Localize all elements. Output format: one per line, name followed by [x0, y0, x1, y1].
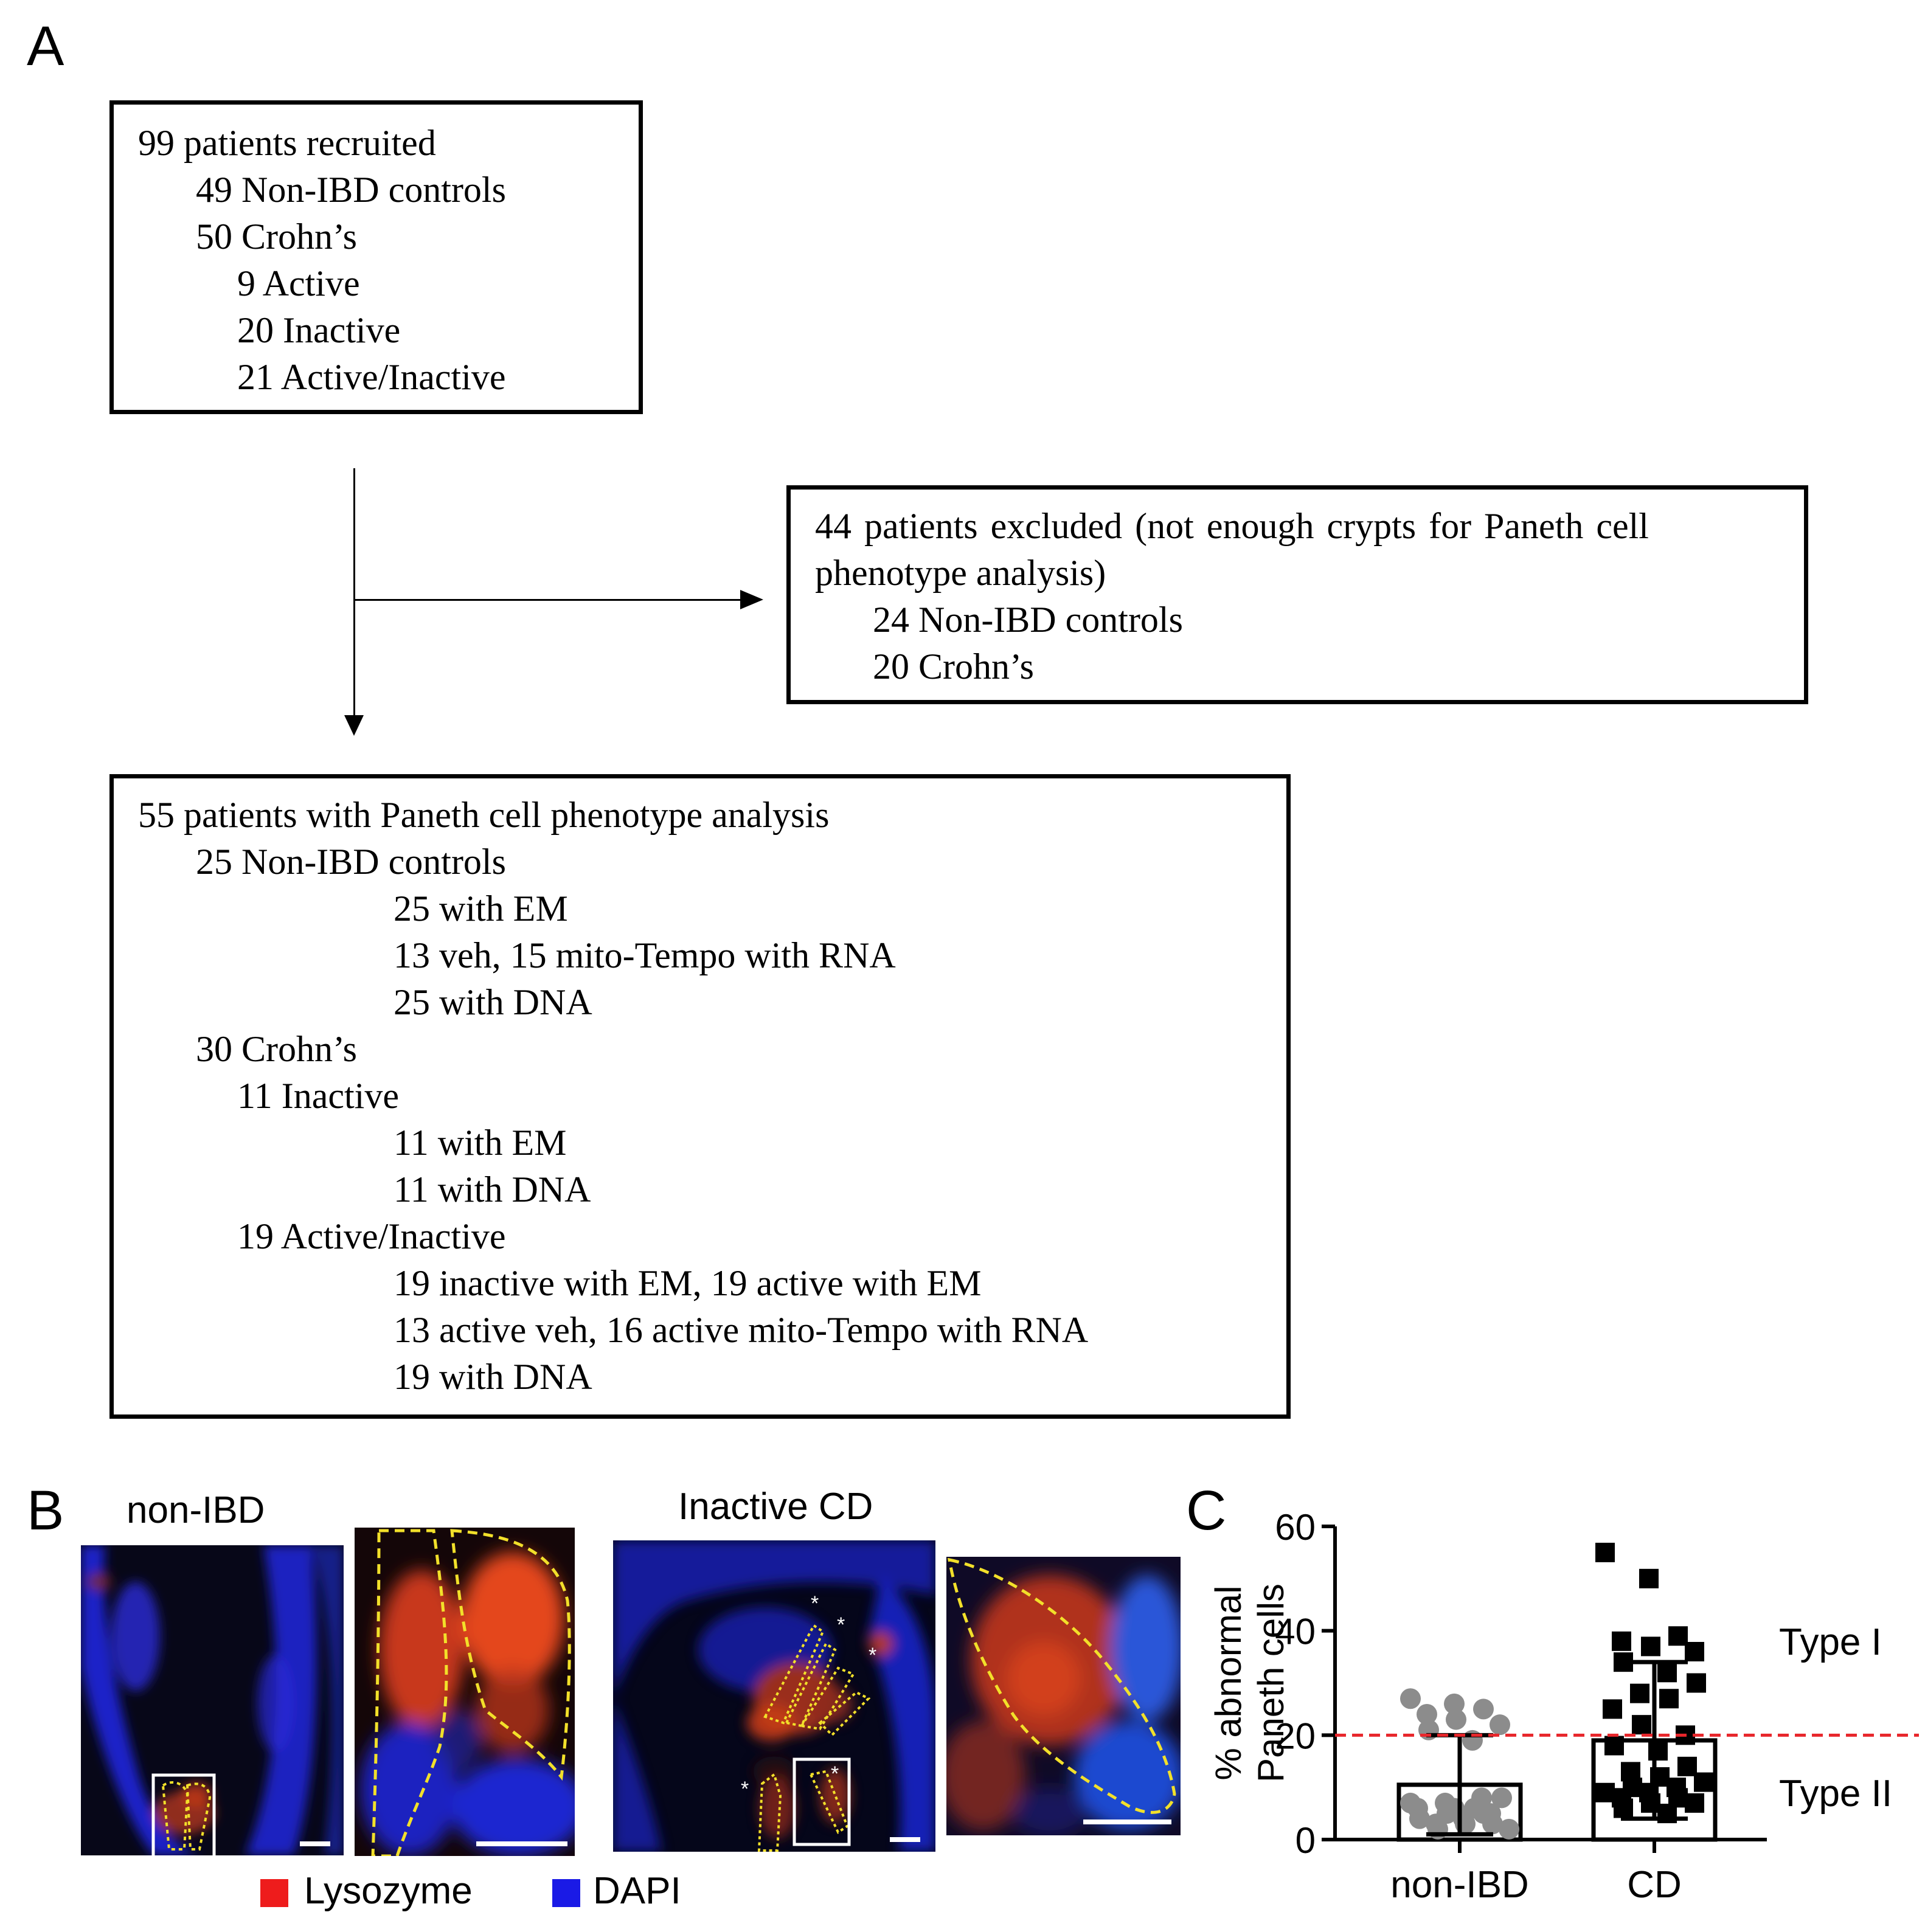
- data-point: [1499, 1818, 1519, 1840]
- excluded-line: 20 Crohn’s: [873, 646, 1035, 687]
- lysozyme-legend-swatch: [260, 1879, 288, 1907]
- annotation-asterisk: *: [741, 1778, 749, 1801]
- analysis-line: 25 Non-IBD controls: [196, 842, 506, 882]
- data-point: [1444, 1693, 1465, 1714]
- analysis-line: 55 patients with Paneth cell phenotype a…: [138, 795, 830, 835]
- analysis-line: 11 with EM: [394, 1123, 567, 1163]
- data-point: [1614, 1798, 1633, 1818]
- data-point: [1685, 1793, 1704, 1813]
- data-point: [1639, 1568, 1659, 1588]
- data-point: [1595, 1782, 1615, 1802]
- down-arrowhead-icon: [344, 715, 364, 736]
- analysis-line: 25 with DNA: [394, 982, 592, 1022]
- type-i-label: Type I: [1779, 1621, 1882, 1663]
- recruited-box: 99 patients recruited 49 Non-IBD control…: [109, 100, 643, 414]
- y-axis-label-line1: % abnormal: [1208, 1585, 1249, 1780]
- inactive-cd-image-label: Inactive CD: [678, 1486, 873, 1528]
- data-point: [1687, 1673, 1706, 1693]
- data-point: [1677, 1756, 1697, 1776]
- data-point: [1630, 1683, 1649, 1703]
- analysis-line: 13 veh, 15 mito-Tempo with RNA: [394, 935, 896, 975]
- micrograph-non-ibd-overview: [81, 1545, 344, 1855]
- type-ii-label: Type II: [1779, 1773, 1892, 1815]
- excluded-line: 24 Non-IBD controls: [873, 600, 1183, 640]
- data-point: [1694, 1772, 1713, 1792]
- data-point: [1668, 1626, 1688, 1646]
- recruited-line: 20 Inactive: [237, 310, 401, 350]
- analysis-line: 25 with EM: [394, 888, 568, 929]
- analysis-line: 30 Crohn’s: [196, 1029, 358, 1069]
- y-tick-label: 40: [1275, 1612, 1316, 1652]
- analysis-line: 11 Inactive: [237, 1076, 399, 1116]
- data-point: [1595, 1542, 1615, 1562]
- data-point: [1490, 1714, 1510, 1736]
- lysozyme-legend-label: Lysozyme: [304, 1870, 473, 1912]
- data-point: [1659, 1689, 1679, 1709]
- data-point: [1473, 1698, 1494, 1720]
- data-point: [1603, 1699, 1622, 1719]
- annotation-asterisk: *: [869, 1644, 876, 1667]
- annotation-asterisk: *: [837, 1613, 845, 1636]
- data-point: [1657, 1663, 1677, 1683]
- right-arrowhead-icon: [740, 590, 763, 609]
- data-point: [1632, 1715, 1651, 1735]
- x-tick-label: non-IBD: [1390, 1864, 1528, 1906]
- annotation-asterisk: *: [811, 1592, 819, 1615]
- data-point: [1409, 1808, 1430, 1829]
- analysis-line: 11 with DNA: [394, 1169, 591, 1210]
- data-point: [1685, 1642, 1704, 1661]
- x-tick-label: CD: [1627, 1864, 1682, 1906]
- data-point: [1648, 1741, 1668, 1761]
- micrograph-cd-overview: * * * * *: [613, 1540, 935, 1852]
- flow-vertical-line: [353, 468, 355, 716]
- micrograph-cd-zoom: [946, 1557, 1181, 1835]
- analysis-line: 19 Active/Inactive: [237, 1216, 506, 1256]
- y-tick-label: 20: [1275, 1716, 1316, 1756]
- data-point: [1473, 1803, 1494, 1824]
- excluded-line: 44 patients excluded (not enough crypts …: [815, 506, 1649, 546]
- panel-b-letter: B: [27, 1480, 64, 1542]
- recruited-line: 9 Active: [237, 263, 360, 303]
- panel-c-letter: C: [1186, 1480, 1227, 1542]
- data-point: [1641, 1636, 1660, 1657]
- data-point: [1641, 1793, 1660, 1813]
- excluded-line: phenotype analysis): [815, 553, 1106, 593]
- analysis-line: 13 active veh, 16 active mito-Tempo with…: [394, 1310, 1089, 1350]
- recruited-line: 21 Active/Inactive: [237, 357, 506, 397]
- non-ibd-image-label: non-IBD: [127, 1489, 265, 1531]
- panel-a-letter: A: [27, 15, 64, 77]
- flow-horizontal-line: [353, 599, 743, 601]
- dapi-legend-swatch: [552, 1879, 580, 1907]
- recruited-line: 50 Crohn’s: [196, 216, 358, 257]
- data-point: [1446, 1709, 1466, 1730]
- data-point: [1400, 1688, 1421, 1709]
- recruited-line: 49 Non-IBD controls: [196, 170, 506, 210]
- excluded-box: 44 patients excluded (not enough crypts …: [786, 485, 1808, 704]
- micrograph-non-ibd-zoom: [355, 1528, 575, 1856]
- data-point: [1612, 1631, 1631, 1651]
- data-point: [1471, 1787, 1492, 1809]
- analysis-box: 55 patients with Paneth cell phenotype a…: [109, 774, 1291, 1419]
- y-axis-label-line2: Paneth cells: [1250, 1584, 1291, 1782]
- dapi-legend-label: DAPI: [593, 1870, 681, 1912]
- analysis-line: 19 with DNA: [394, 1357, 592, 1397]
- recruited-line: 99 patients recruited: [138, 123, 436, 163]
- annotation-asterisk: *: [831, 1762, 839, 1785]
- y-tick-label: 60: [1275, 1507, 1316, 1548]
- y-tick-label: 0: [1295, 1820, 1316, 1861]
- data-point: [1604, 1736, 1624, 1756]
- analysis-line: 19 inactive with EM, 19 active with EM: [394, 1263, 982, 1303]
- data-point: [1491, 1787, 1512, 1809]
- data-point: [1400, 1792, 1421, 1813]
- data-point: [1417, 1704, 1437, 1725]
